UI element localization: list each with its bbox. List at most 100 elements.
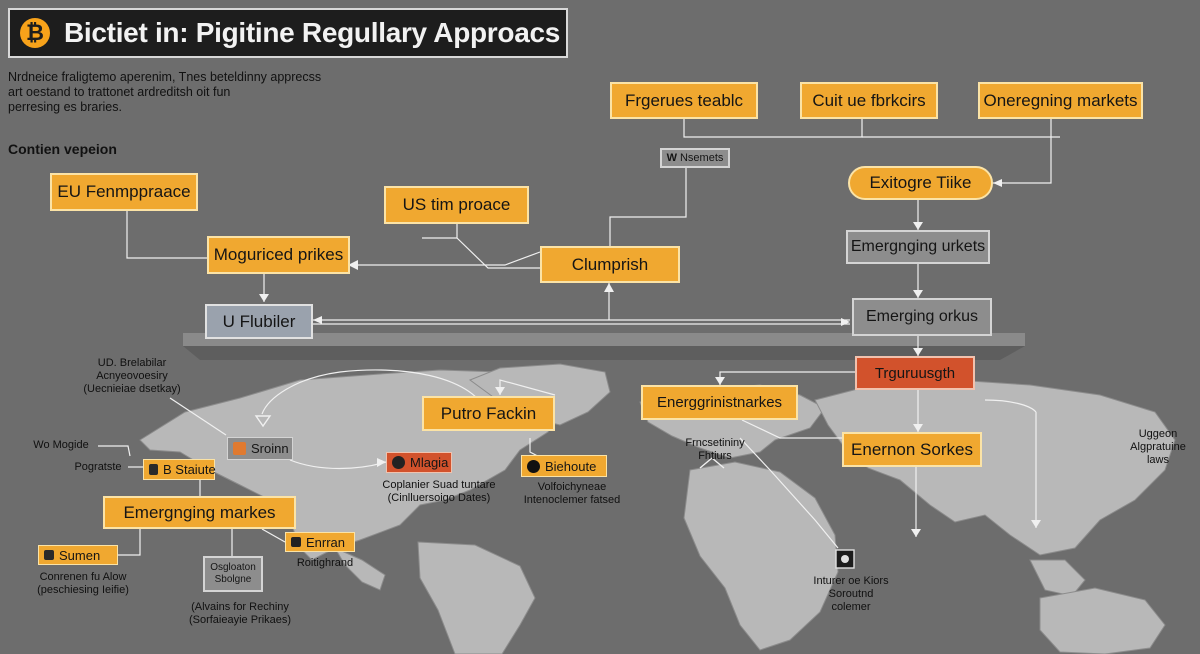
arrow-to-emerg-urkets xyxy=(913,222,923,230)
pin-icon xyxy=(233,442,246,455)
label-wo-mogide: Wo Mogide xyxy=(33,439,89,451)
intro-line: Nrdneice fraligtemo aperenim, Tnes betel… xyxy=(8,70,322,84)
label-coplanier: Coplanier Suad tuntare (Cinlluersoigo Da… xyxy=(382,479,496,504)
label-conrenen: Conrenen fu Alow (peschiesing Ieifie) xyxy=(37,571,129,596)
line-energrin-enernon xyxy=(741,419,842,439)
box-cuit[interactable]: Cuit ue fbrkcirs xyxy=(800,82,938,119)
flag-icon xyxy=(44,550,54,560)
bitcoin-icon: ₿ xyxy=(20,18,50,48)
line-fregerues-cuit xyxy=(683,119,863,138)
arrow-to-clumprish xyxy=(604,283,614,292)
arrow-to-emerg-orkus xyxy=(913,290,923,298)
box-emerg-orkus[interactable]: Emerging orkus xyxy=(852,298,992,336)
south-america-landmass xyxy=(417,541,536,654)
intro-line: perresing es braries. xyxy=(8,100,122,114)
box-eu[interactable]: EU Fenmppraace xyxy=(50,173,198,211)
mini-b-staiute[interactable]: B Staiute xyxy=(143,459,216,480)
title-bar: ₿ Bictiet in: Pigitine Regullary Approac… xyxy=(8,8,568,58)
sumen-label: Sumen xyxy=(59,547,101,563)
section-label: Contien vepeion xyxy=(8,141,117,157)
platform-shelf xyxy=(183,333,1025,346)
box-fregerues[interactable]: Frgerues teablc xyxy=(610,82,758,119)
line-us-clumprish xyxy=(456,237,540,269)
line-energrin-down xyxy=(739,437,839,549)
intro-line: art oestand to trattonet ardreditsh oit … xyxy=(8,85,231,99)
enrran-label: Enrran xyxy=(306,534,346,550)
line-wo-mogide xyxy=(98,445,131,457)
box-osgloaton[interactable]: Osgloaton Sbolgne xyxy=(203,556,263,592)
box-clumprish[interactable]: Clumprish xyxy=(540,246,680,283)
tag-icon xyxy=(149,464,158,475)
line-oneregning-exitogre xyxy=(993,119,1052,184)
line-eu-moguriced xyxy=(126,211,207,259)
box-moguriced[interactable]: Moguriced prikes xyxy=(207,236,350,274)
arrow-to-moguriced xyxy=(348,260,358,270)
box-enernon[interactable]: Enernon Sorkes xyxy=(842,432,982,467)
box-emerg-urkets[interactable]: Emergnging urkets xyxy=(846,230,990,264)
arrow-to-mlagia xyxy=(377,458,386,467)
intro-text: Nrdneice fraligtemo aperenim, Tnes betel… xyxy=(8,70,338,115)
line-us-down xyxy=(422,224,458,239)
box-energrin[interactable]: Energgrinistnarkes xyxy=(641,385,798,420)
globe-icon xyxy=(392,456,405,469)
central-america-landmass xyxy=(333,546,386,591)
page-title: Bictiet in: Pigitine Regullary Approacs xyxy=(64,17,561,48)
map-marks xyxy=(254,415,855,569)
mini-biehoute[interactable]: Biehoute xyxy=(521,455,607,477)
mini-mlagia[interactable]: Mlagia xyxy=(386,452,452,473)
arrow-to-trguru xyxy=(913,348,923,356)
line-emergmarkes-sumen xyxy=(118,529,141,556)
line-ud-arrow xyxy=(169,397,227,436)
arrow-to-uflubiler-top xyxy=(259,294,269,302)
line-nsemets-down xyxy=(609,168,687,246)
label-pogratste: Pogratste xyxy=(74,461,122,473)
label-uggeon: Uggeon Algpratuine laws xyxy=(1130,428,1186,466)
mini-sroinn[interactable]: Sroinn xyxy=(227,437,293,460)
label-roitighrand: Roitighrand xyxy=(296,557,354,569)
line-putro-arc xyxy=(261,369,488,415)
dot-icon xyxy=(527,459,540,473)
arrow-to-enernon xyxy=(913,424,923,432)
asia-landmass xyxy=(814,379,1176,556)
sroinn-label: Sroinn xyxy=(251,441,289,456)
mlagia-label: Mlagia xyxy=(410,455,449,470)
box-trguru[interactable]: Trguruusgth xyxy=(855,356,975,390)
biehoute-label: Biehoute xyxy=(545,458,597,474)
chevron-icon xyxy=(699,457,725,469)
line-right-curve xyxy=(984,399,1037,413)
connector-lines xyxy=(98,119,1060,556)
arrow-to-exitogre xyxy=(993,179,1002,187)
arrow-to-uflubiler xyxy=(313,316,322,324)
australia-landmass xyxy=(1039,587,1166,654)
arrow-down-enernon xyxy=(911,529,921,537)
b-staiute-label: B Staiute xyxy=(163,462,216,477)
box-marker-dot xyxy=(841,555,849,563)
mini-sumen[interactable]: Sumen xyxy=(38,545,118,565)
box-oneregning[interactable]: Oneregning markets xyxy=(978,82,1143,119)
box-us[interactable]: US tim proace xyxy=(384,186,529,224)
line-moguriced-clumprish xyxy=(358,251,541,266)
marker-triangle-icon xyxy=(254,415,272,428)
southeast-asia-landmass xyxy=(1029,559,1086,597)
label-volfoichyneae: Volfoichyneae Intenoclemer fatsed xyxy=(523,481,621,506)
label-ud: UD. Brelabilar Acnyeovoesiry (Uecnieiae … xyxy=(83,357,181,395)
line-trguru-left xyxy=(719,371,855,385)
box-exitogre[interactable]: Exitogre Tiike xyxy=(848,166,993,200)
home-icon xyxy=(291,537,301,547)
box-putro[interactable]: Putro Fackin xyxy=(422,396,555,431)
arrow-down-right xyxy=(1031,520,1041,528)
platform-shadow xyxy=(183,346,1025,360)
label-alvains: (Alvains for Rechiny (Sorfaieayie Prikae… xyxy=(188,601,292,626)
box-u-flubiler[interactable]: U Flubiler xyxy=(205,304,313,339)
nsemets-label: Nsemets xyxy=(679,152,724,164)
label-fracsetininy: Frncsetininy Fhtiurs xyxy=(685,437,745,462)
arrowheads xyxy=(259,179,1041,537)
label-inturer: Inturer oe Kiors Soroutnd colemer xyxy=(813,575,889,613)
arrow-to-energrin xyxy=(715,377,725,385)
box-emerg-markes[interactable]: Emergnging markes xyxy=(103,496,296,529)
w-icon: W xyxy=(666,152,677,164)
arrow-to-putro xyxy=(495,387,505,395)
mini-enrran[interactable]: Enrran xyxy=(285,532,355,552)
